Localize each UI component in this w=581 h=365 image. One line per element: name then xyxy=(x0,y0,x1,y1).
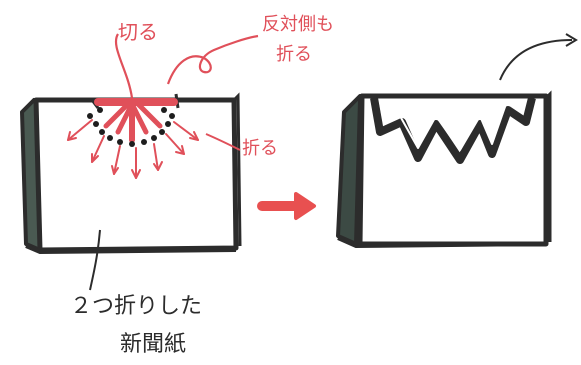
fold-direction-arrows xyxy=(67,119,199,179)
right-paper-back-sheet xyxy=(336,94,362,246)
dotted-fold-line xyxy=(87,107,175,147)
right-paper-fold-edge xyxy=(337,236,547,249)
fold-leader-line xyxy=(205,133,241,151)
left-newspaper xyxy=(20,33,259,291)
newspaper-leader-line xyxy=(89,229,101,291)
left-paper-right-edge xyxy=(232,92,242,247)
label-newspaper-line2: 新聞紙 xyxy=(120,332,187,357)
cut-mark xyxy=(94,98,178,143)
label-fold-other-side-line2: 折る xyxy=(276,44,312,65)
top-right-curved-arrow xyxy=(499,39,573,81)
right-paper-right-edge xyxy=(544,90,552,242)
fold-other-side-leader-line xyxy=(166,34,259,85)
label-fold: 折る xyxy=(242,138,278,159)
cut-leader-line xyxy=(114,33,134,99)
top-right-arrowhead xyxy=(565,33,578,47)
label-fold-other-side-line1: 反対側も xyxy=(262,14,334,35)
zigzag-collar-inner xyxy=(379,101,507,151)
label-newspaper-line1: ２つ折りした xyxy=(70,294,203,319)
right-arrow-icon xyxy=(257,192,316,220)
zigzag-collar xyxy=(370,97,536,164)
left-paper-fold-edge xyxy=(25,244,237,255)
label-cut: 切る xyxy=(118,20,158,44)
right-newspaper xyxy=(336,33,578,249)
